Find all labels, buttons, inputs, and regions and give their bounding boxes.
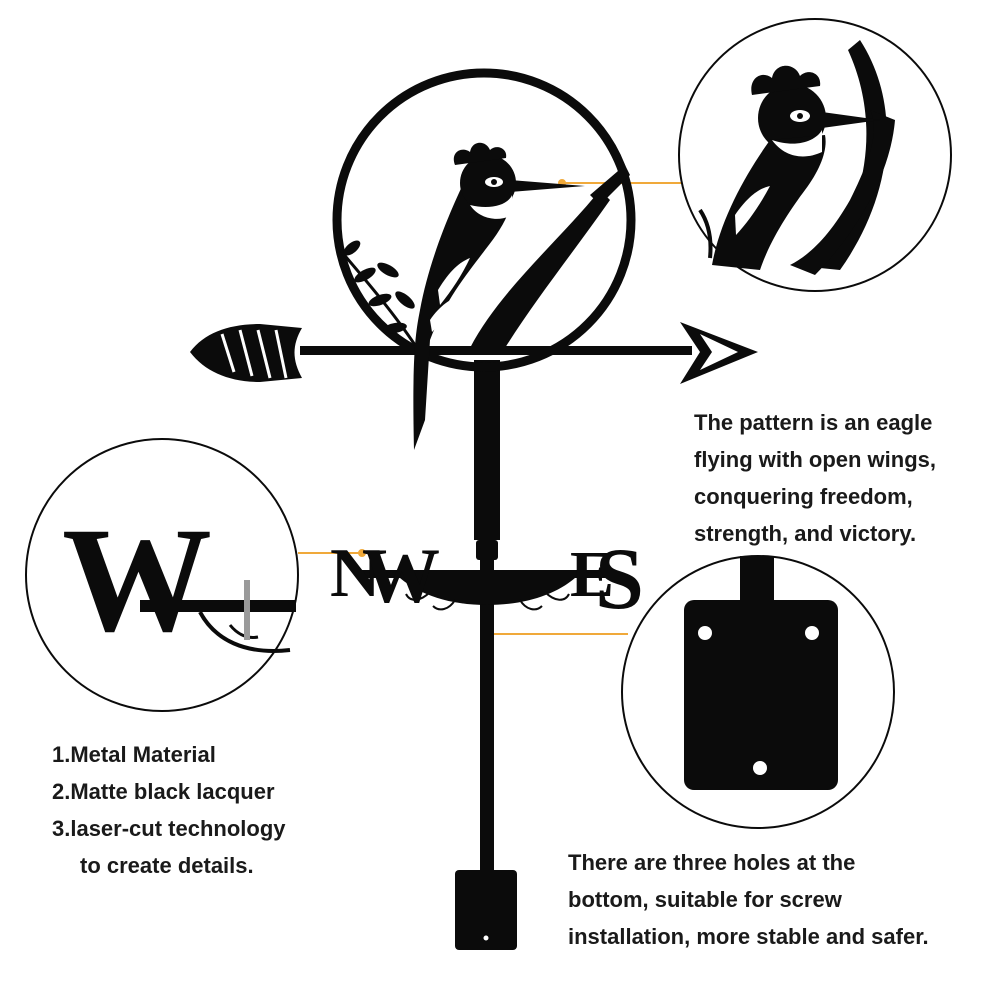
caption-holes-line: bottom, suitable for screw (568, 887, 842, 912)
plate-hole-bottom (753, 761, 767, 775)
zoom-letter-arm (140, 600, 296, 612)
caption-material-line: 2.Matte black lacquer (52, 779, 275, 804)
compass-letters: N W E S (330, 531, 644, 628)
leader-dot-letter (358, 549, 366, 557)
mounting-plate (455, 870, 517, 950)
caption-pattern-line: flying with open wings, (694, 447, 936, 472)
zoom-circle-bird (678, 18, 952, 292)
compass-arms (360, 570, 610, 578)
tree-branch-tip (590, 165, 630, 205)
zoom-circle-plate (621, 555, 895, 829)
caption-material-line: 1.Metal Material (52, 742, 216, 767)
leaf-sprig (338, 240, 417, 346)
weathervane-main (190, 68, 758, 950)
arrow-head-cutout (700, 334, 738, 370)
zoom-circle-letter: W (25, 438, 299, 712)
pole-lower (480, 540, 494, 880)
compass-letter-south: S (595, 531, 644, 628)
caption-material-line: 3.laser-cut technology (52, 816, 286, 841)
woodpecker-figure (413, 142, 585, 450)
caption-holes-line: installation, more stable and safer. (568, 924, 929, 949)
compass-letter-east: E (570, 538, 614, 611)
ring-frame (332, 68, 636, 372)
plate-hole-top-right (805, 626, 819, 640)
compass-base (400, 578, 575, 605)
compass-scrollwork (405, 591, 570, 611)
zoom-letter-west: W (62, 497, 212, 663)
arrow-shaft (300, 346, 692, 355)
arrow-tail-slots (220, 329, 288, 379)
caption-pattern: The pattern is an eagle flying with open… (694, 404, 936, 552)
caption-pattern-line: conquering freedom, (694, 484, 913, 509)
zoom-mounting-plate (684, 600, 838, 790)
caption-holes: There are three holes at the bottom, sui… (568, 844, 929, 955)
compass-letter-north: N (330, 535, 381, 612)
compass-bolt (482, 538, 492, 560)
caption-pattern-line: The pattern is an eagle (694, 410, 933, 435)
plate-hole (482, 934, 490, 942)
caption-pattern-line: strength, and victory. (694, 521, 917, 546)
plate-hole-top-left (698, 626, 712, 640)
caption-holes-line: There are three holes at the (568, 850, 856, 875)
caption-material: 1.Metal Material 2.Matte black lacquer 3… (52, 736, 286, 884)
tree-branch (470, 190, 610, 348)
compass-letter-west: W (362, 532, 440, 619)
pole-upper (474, 360, 500, 540)
caption-material-line: to create details. (80, 853, 254, 878)
